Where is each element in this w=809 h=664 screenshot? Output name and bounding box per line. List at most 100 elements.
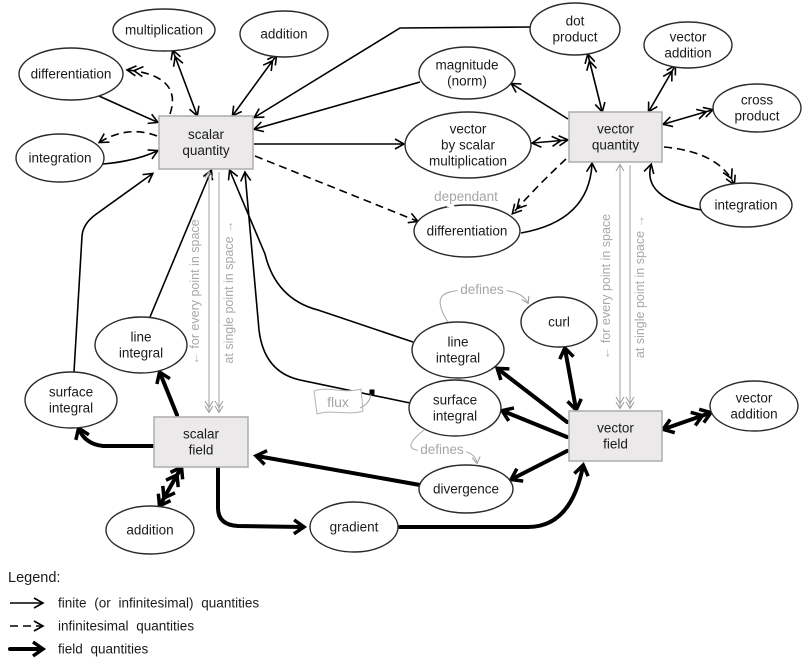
edge-divergence--scalar-field [253,449,422,487]
edges-layer [73,26,736,536]
edge-surface-integral-right--scalar-quantity [239,170,411,404]
node-multiplication: multiplication [112,8,216,52]
flux-box [313,388,364,415]
legend-item-label: finite (or infinitesimal) quantities [58,596,259,611]
node-differentiation-mid: differentiation [413,204,521,258]
vector-quantity-shape [568,111,663,163]
multiplication-shape [112,8,216,52]
flux-anchor-dot [369,389,375,395]
differentiation-left-shape [18,47,124,101]
legend-title: Legend: [8,570,60,586]
node-addition-top: addition [239,10,329,58]
integration-left-shape [15,133,105,183]
edge-dot-product--scalar-quantity [252,26,533,119]
line-integral-right-shape [411,321,505,379]
gradient-shape [309,501,399,553]
edge-differentiation-mid--vector-quantity [520,161,598,234]
surface-integral-left-shape [24,371,118,429]
edge-vector-quantity--magnitude-norm [509,82,569,120]
node-differentiation-left: differentiation [18,47,124,101]
edge-surface-integral-left--scalar-quantity [73,172,155,373]
integration-left-label: integration [28,151,91,166]
divergence-shape [418,464,514,514]
integration-right-shape [699,182,793,228]
legend: Legend: finite (or infinitesimal) quantit… [8,570,259,658]
integration-right-label: integration [714,198,777,213]
multiplication-label: multiplication [125,23,203,38]
edge-differentiation-left--scalar-quantity [98,95,160,125]
edge-scalar-quantity--multiplication [170,48,200,118]
node-curl: curl [520,296,598,348]
differentiation-mid-shape [413,204,521,258]
addition-bottom-label: addition [126,523,173,538]
for-every-point-label: ← for every point in space [188,219,202,364]
edge-vector-field--vector-addition-right [660,407,714,435]
edge-vector-quantity--cross-product [661,106,715,128]
flux-label: flux [327,394,349,410]
edge-vector-field--curl [558,345,583,413]
edge-scalar-field--surface-integral-left [74,425,155,448]
legend-item-field: field quantities [8,640,149,658]
vector-addition-top-shape [643,21,733,69]
edge-integration-left--scalar-quantity [102,149,160,165]
legend-layer: Legend: finite (or infinitesimal) quantit… [8,570,259,658]
edge-vector-by-scalar-multiplication--vector-quantity [530,134,570,149]
for-every-point-label: ← for every point in space [599,214,613,359]
edge-vector-quantity--dot-product [584,52,606,114]
surface-integral-right-shape [408,379,502,437]
edge-scalar-quantity--integration-left [97,130,158,144]
edge-line-integral-left--scalar-quantity [149,168,214,318]
differentiation-mid-label: differentiation [427,224,508,239]
edge-vector-field--surface-integral-right [499,406,569,439]
defines-label: defines [420,442,464,457]
cross-product-shape [712,83,802,133]
edge-gradient--vector-field [398,462,590,529]
gradient-label: gradient [330,520,379,535]
addition-top-label: addition [260,27,307,42]
curl-label: curl [548,315,570,330]
node-gradient: gradient [309,501,399,553]
edge-scalar-field--line-integral-left [155,369,179,417]
line-integral-left-shape [94,316,188,374]
dot-product-shape [529,2,621,56]
magnitude-norm-shape [418,46,516,100]
addition-bottom-shape [105,505,195,555]
legend-item-label: infinitesimal quantities [58,619,194,634]
divergence-label: divergence [433,482,499,497]
dependant-label: dependant [434,189,498,204]
edge-scalar-quantity--differentiation-left [125,65,174,115]
edge-scalar-quantity--differentiation-mid [254,155,420,224]
curl-shape [520,296,598,348]
meta-edge-line-integral-right--curl [439,289,530,325]
legend-item-infinitesimal: infinitesimal quantities [10,619,194,634]
node-magnitude-norm: magnitude(norm) [418,46,516,100]
vector-addition-right-shape [709,380,799,432]
differentiation-left-label: differentiation [31,67,112,82]
edge-vector-field--line-integral-right [494,366,569,424]
edge-magnitude-norm--scalar-quantity [252,81,421,133]
node-integration-left: integration [15,133,105,183]
